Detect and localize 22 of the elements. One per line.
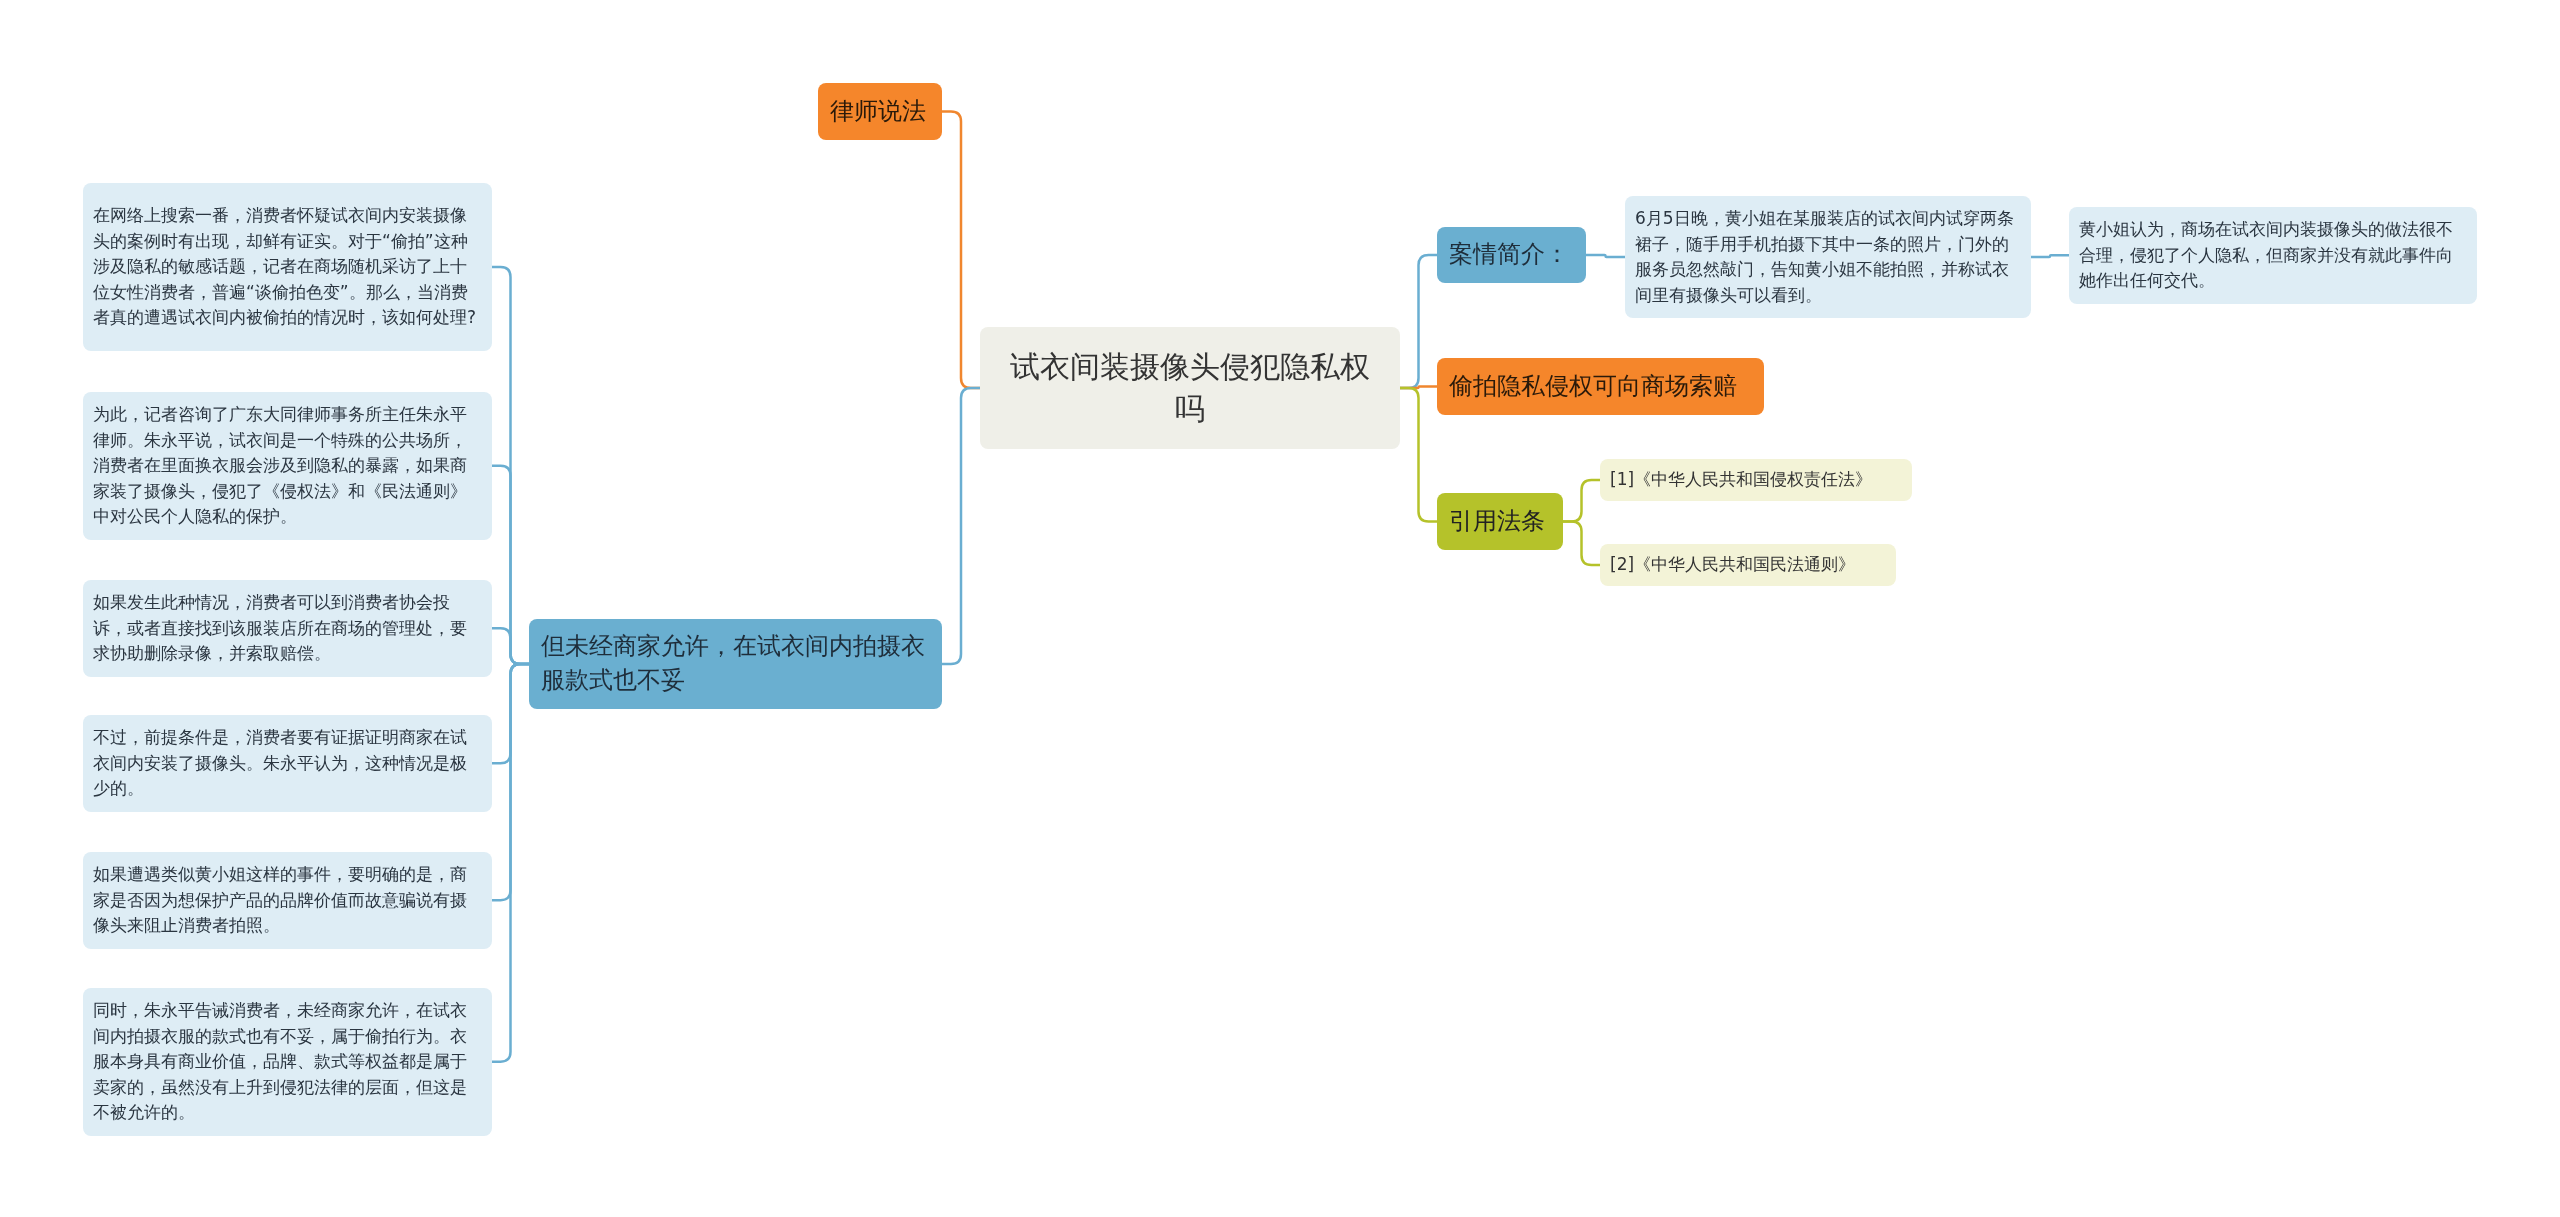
text-box: [1]《中华人民共和国侵权责任法》: [1600, 459, 1912, 501]
topic-box: 但未经商家允许，在试衣间内拍摄衣服款式也不妥: [529, 619, 942, 709]
topic-box: 案情简介：: [1437, 227, 1586, 283]
text-box: 在网络上搜索一番，消费者怀疑试衣间内安装摄像头的案例时有出现，却鲜有证实。对于“偷拍”这种涉及隐私的敏感话题，记者在商场随机采访了上十位女性消费者，普遍“谈偷拍色变”。那么，当消费者真的遭遇试衣间内被偷拍的情况时，该如何处理?: [83, 183, 492, 351]
connector-line: [1586, 253, 1625, 259]
connector-line: [1563, 520, 1600, 567]
connector-line: [492, 662, 529, 1063]
text-box: 同时，朱永平告诫消费者，未经商家允许，在试衣间内拍摄衣服的款式也有不妥，属于偷拍行为。衣服本身具有商业价值，品牌、款式等权益都是属于卖家的，虽然没有上升到侵犯法律的层面，但这是不被允许的。: [83, 988, 492, 1136]
text-box: 6月5日晚，黄小姐在某服装店的试衣间内试穿两条裙子，随手用手机拍摄下其中一条的照片，门外的服务员忽然敲门，告知黄小姐不能拍照，并称试衣间里有摄像头可以看到。: [1625, 196, 2031, 318]
central-topic-box: 试衣间装摄像头侵犯隐私权吗: [980, 327, 1400, 449]
text-box: 不过，前提条件是，消费者要有证据证明商家在试衣间内安装了摄像头。朱永平认为，这种情况是极少的。: [83, 715, 492, 812]
connector-line: [2031, 254, 2069, 259]
text-box: 如果发生此种情况，消费者可以到消费者协会投诉，或者直接找到该服装店所在商场的管理处，要求协助删除录像，并索取赔偿。: [83, 580, 492, 677]
connector-line: [942, 386, 980, 666]
topic-box: 偷拍隐私侵权可向商场索赔: [1437, 358, 1764, 415]
text-box: 为此，记者咨询了广东大同律师事务所主任朱永平律师。朱永平说，试衣间是一个特殊的公共场所，消费者在里面换衣服会涉及到隐私的暴露，如果商家装了摄像头，侵犯了《侵权法》和《民法通则》中对公民个人隐私的保护。: [83, 392, 492, 540]
text-box: 如果遭遇类似黄小姐这样的事件，要明确的是，商家是否因为想保护产品的品牌价值而故意骗说有摄像头来阻止消费者拍照。: [83, 852, 492, 949]
text-box: 黄小姐认为，商场在试衣间内装摄像头的做法很不合理，侵犯了个人隐私，但商家并没有就此事件向她作出任何交代。: [2069, 207, 2477, 304]
connector-line: [1400, 386, 1437, 523]
topic-box: 律师说法: [818, 83, 942, 140]
topic-box: 引用法条: [1437, 493, 1563, 550]
text-box: [2]《中华人民共和国民法通则》: [1600, 544, 1896, 586]
